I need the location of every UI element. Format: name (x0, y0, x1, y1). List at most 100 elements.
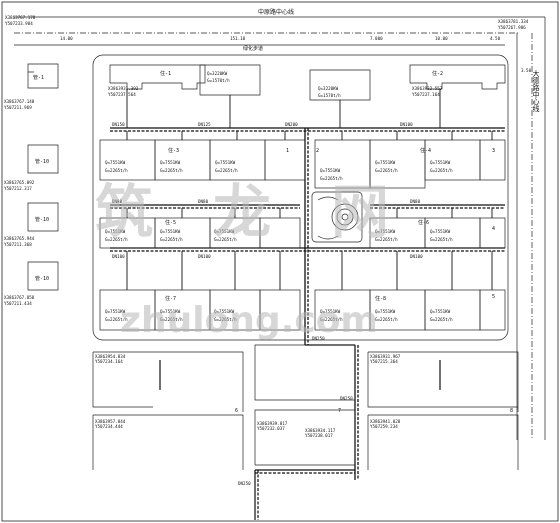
svg-text:G=2265t/h: G=2265t/h (105, 168, 128, 173)
left-coords: X3863767.148 Y507211.969 X3863765.092 Y5… (4, 99, 35, 306)
svg-text:6: 6 (235, 408, 238, 414)
road-right-label: 大德路中心线 (532, 69, 540, 112)
svg-text:DN100: DN100 (112, 254, 125, 259)
svg-text:Q=7551KW: Q=7551KW (430, 309, 451, 314)
svg-text:Q=7551KW: Q=7551KW (215, 160, 236, 165)
svg-text:DN100: DN100 (410, 254, 423, 259)
svg-text:7.000: 7.000 (370, 36, 383, 41)
svg-text:151.10: 151.10 (230, 36, 246, 41)
svg-text:X3863767.178: X3863767.178 (5, 15, 36, 20)
central-garden (311, 191, 363, 243)
svg-text:DN80: DN80 (410, 199, 421, 204)
svg-text:DN200: DN200 (285, 122, 298, 127)
svg-text:4: 4 (492, 226, 495, 232)
svg-text:G=2265t/h: G=2265t/h (105, 317, 128, 322)
svg-text:4.50: 4.50 (490, 36, 501, 41)
svg-text:X3863941.028: X3863941.028 (370, 419, 401, 424)
feed-line (159, 360, 441, 520)
svg-text:住-8: 住-8 (375, 295, 386, 302)
svg-text:DN80: DN80 (112, 199, 123, 204)
lower-lots (92, 344, 519, 470)
svg-text:Y507215.364: Y507215.364 (370, 359, 398, 364)
svg-text:住-7: 住-7 (165, 295, 176, 302)
svg-text:Q=7551KW: Q=7551KW (375, 160, 396, 165)
svg-text:住-6: 住-6 (418, 219, 429, 226)
svg-text:DN150: DN150 (112, 122, 125, 127)
svg-text:7: 7 (338, 408, 341, 414)
site-boundary (92, 54, 509, 341)
svg-text:G=2265t/h: G=2265t/h (375, 168, 398, 173)
svg-text:10.00: 10.00 (435, 36, 448, 41)
svg-text:DN250: DN250 (340, 396, 353, 401)
watermark-en: zhulong.com (120, 300, 378, 341)
svg-text:Q=3220KW: Q=3220KW (318, 86, 339, 91)
svg-text:X3863932.557: X3863932.557 (412, 86, 443, 91)
svg-text:Y507232.037: Y507232.037 (257, 426, 285, 431)
svg-text:G=2265t/h: G=2265t/h (430, 168, 453, 173)
svg-text:管-10: 管-10 (35, 158, 49, 165)
svg-text:G=1570t/h: G=1570t/h (318, 93, 341, 98)
svg-text:Y507212.317: Y507212.317 (4, 186, 32, 191)
svg-text:Q=3220KW: Q=3220KW (207, 71, 228, 76)
svg-text:X3863939.817: X3863939.817 (257, 421, 288, 426)
svg-text:DN100: DN100 (198, 254, 211, 259)
svg-text:Y507234.444: Y507234.444 (95, 424, 123, 429)
svg-text:G=2265t/h: G=2265t/h (320, 176, 343, 181)
left-buildings (27, 63, 59, 291)
svg-text:Y507233.984: Y507233.984 (5, 21, 33, 26)
svg-text:住-2: 住-2 (432, 70, 443, 77)
svg-text:G=2265t/h: G=2265t/h (215, 168, 238, 173)
row1-text: Q=7551KW G=2265t/h Q=7551KW G=2265t/h Q=… (105, 147, 453, 181)
svg-text:Q=7551KW: Q=7551KW (320, 168, 341, 173)
svg-text:管-1: 管-1 (33, 74, 44, 81)
svg-text:G=2265t/h: G=2265t/h (430, 317, 453, 322)
svg-text:Y507211.434: Y507211.434 (4, 301, 32, 306)
svg-text:X3863765.092: X3863765.092 (4, 180, 35, 185)
svg-text:X3863931.967: X3863931.967 (370, 354, 401, 359)
svg-text:X3863954.834: X3863954.834 (95, 354, 126, 359)
svg-text:Q=7551KW: Q=7551KW (214, 309, 235, 314)
svg-text:G=2265t/h: G=2265t/h (375, 237, 398, 242)
svg-text:DN250: DN250 (312, 336, 325, 341)
top-row-text: 住-1 Q=3220KW G=1570t/h Q=3220KW G=1570t/… (108, 70, 443, 98)
top-dimensions: 14.00 151.10 7.000 10.00 4.50 (60, 36, 501, 41)
left-building-labels: 管-1 管-10 管-10 管-10 (33, 74, 49, 282)
svg-text:Q=7551KW: Q=7551KW (430, 229, 451, 234)
svg-text:Y507267.986: Y507267.986 (498, 25, 526, 30)
row3-text: Q=7551KW G=2265t/h Q=7551KW G=2265t/h Q=… (105, 295, 453, 322)
pipe-tags: DN150 DN125 DN200 DN100 DN80 DN80 DN80 D… (112, 122, 423, 401)
branch-pipes (126, 89, 493, 290)
svg-text:DN100: DN100 (400, 122, 413, 127)
corner-coord-tr: X3863781.334 Y507267.986 (498, 19, 529, 30)
svg-text:G=2265t/h: G=2265t/h (320, 317, 343, 322)
svg-text:G=2265t/h: G=2265t/h (160, 317, 183, 322)
corner-coord-tl: X3863767.178 Y507233.984 (5, 15, 36, 26)
number-marks: 2 1 3 4 5 6 7 8 (235, 148, 513, 414)
feed-label: DN250 (238, 481, 251, 486)
svg-text:Y507237.164: Y507237.164 (412, 92, 440, 97)
svg-text:Y507259.234: Y507259.234 (370, 424, 398, 429)
svg-text:X3863931.392: X3863931.392 (108, 86, 139, 91)
svg-text:Q=7551KW: Q=7551KW (160, 160, 181, 165)
svg-text:14.00: 14.00 (60, 36, 73, 41)
svg-text:Q=7551KW: Q=7551KW (160, 229, 181, 234)
svg-text:1: 1 (286, 148, 289, 154)
svg-text:DN250: DN250 (238, 481, 251, 486)
svg-text:8: 8 (510, 408, 513, 414)
svg-text:Q=7551KW: Q=7551KW (105, 309, 126, 314)
svg-text:DN125: DN125 (198, 122, 211, 127)
svg-text:住-5: 住-5 (165, 219, 176, 226)
right-road (516, 17, 546, 440)
right-dimension: 3.50 (521, 68, 532, 73)
svg-text:G=2265t/h: G=2265t/h (160, 168, 183, 173)
svg-text:Y507237.564: Y507237.564 (108, 92, 136, 97)
svg-text:Q=7551KW: Q=7551KW (105, 229, 126, 234)
row2-buildings (99, 217, 506, 249)
svg-text:G=1570t/h: G=1570t/h (207, 78, 230, 83)
row1-buildings (99, 139, 506, 189)
svg-text:G=2265t/h: G=2265t/h (375, 317, 398, 322)
svg-text:住-3: 住-3 (168, 147, 179, 154)
lower-lot-text: X3863954.834 Y507234.164 X3863931.967 Y5… (95, 354, 401, 438)
